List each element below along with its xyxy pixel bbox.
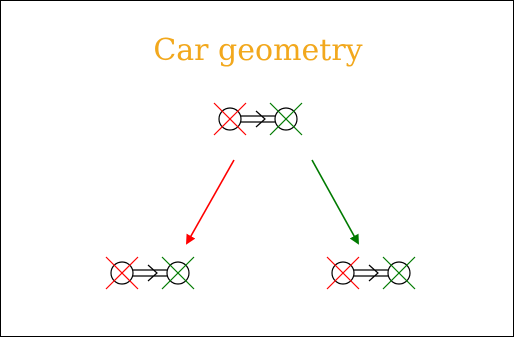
top-car <box>213 102 303 136</box>
bottom-right-car <box>326 256 416 290</box>
bottom-left-car-back-wheel <box>110 261 134 285</box>
bottom-left-car-chevron <box>147 264 158 282</box>
bottom-left-car-front-cross-b <box>161 256 195 290</box>
top-car-front-cross-b <box>269 102 303 136</box>
bottom-right-car-chevron <box>368 264 379 282</box>
top-car-back-cross-b <box>213 102 247 136</box>
right-arrow <box>311 159 359 245</box>
bottom-left-car <box>105 256 195 290</box>
bottom-left-car-front-wheel <box>166 261 190 285</box>
diagram-title: Car geometry <box>153 33 363 68</box>
bottom-right-car-back-cross-b <box>326 256 360 290</box>
bottom-right-car-front-cross-b <box>382 256 416 290</box>
bottom-right-car-front-wheel <box>387 261 411 285</box>
bottom-left-car-back-cross-b <box>105 256 139 290</box>
top-car-back-wheel <box>218 107 242 131</box>
bottom-right-car-back-wheel <box>331 261 355 285</box>
top-car-front-wheel <box>274 107 298 131</box>
top-car-chevron <box>255 110 266 128</box>
cars-group <box>105 102 416 290</box>
left-arrow <box>186 159 235 245</box>
